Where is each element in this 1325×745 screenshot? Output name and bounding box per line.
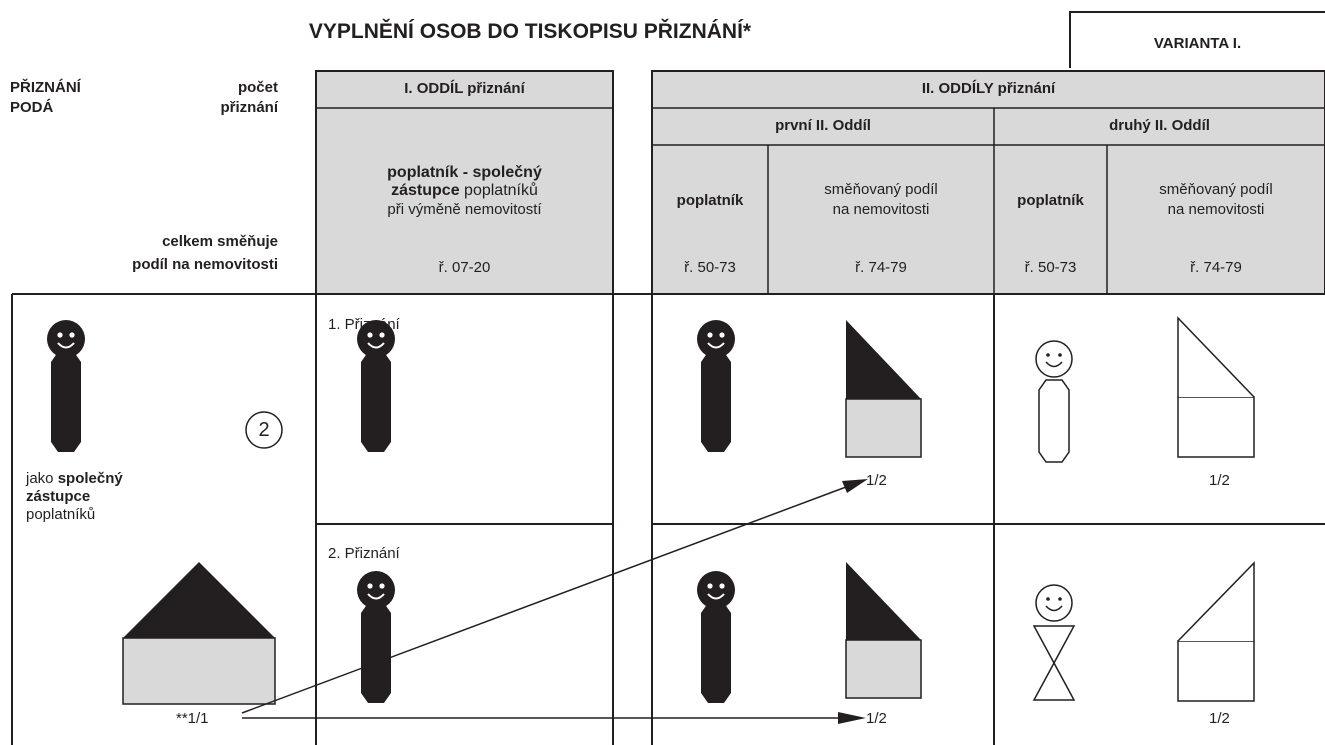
- declaration-count: 2: [258, 419, 270, 441]
- half-share-icon-outline-2: [1177, 561, 1255, 702]
- variant-label: VARIANTA I.: [1153, 35, 1242, 52]
- section2-title: II. ODDÍLY přiznání: [921, 80, 1056, 97]
- second-payer-rows: ř. 50-73: [1024, 259, 1077, 276]
- declaration-1-label: 1. Přiznání: [328, 316, 400, 333]
- second-share-fraction-1: 1/2: [1209, 472, 1230, 489]
- section2-second-title: druhý II. Oddíl: [1109, 117, 1210, 134]
- section1-rows: ř. 07-20: [438, 259, 491, 276]
- left-header-share-label: podíl na nemovitosti: [132, 256, 278, 273]
- left-header-files-label: PODÁ: [10, 99, 54, 116]
- half-share-icon-filled-2: [845, 562, 922, 699]
- section2-first-title: první II. Oddíl: [775, 117, 871, 134]
- section1-description: poplatník - společný zástupce poplatníků…: [387, 164, 542, 218]
- left-header-exchange-label: celkem směňuje: [162, 233, 278, 250]
- first-share-rows: ř. 74-79: [855, 259, 907, 276]
- left-header-filer-label: PŘIZNÁNÍ: [10, 79, 81, 96]
- half-share-icon-outline-1: [1177, 316, 1255, 458]
- left-header-count-label: počet: [237, 79, 278, 96]
- whole-share-label: **1/1: [176, 710, 209, 727]
- first-share-fraction-2: 1/2: [866, 710, 887, 727]
- left-header-declarations-label: přiznání: [220, 99, 278, 116]
- representative-role: jako společný zástupce poplatníků: [26, 470, 123, 523]
- second-share-fraction-2: 1/2: [1209, 710, 1230, 727]
- half-share-icon-filled-1: [845, 320, 922, 458]
- section1-title: I. ODDÍL přiznání: [404, 80, 525, 97]
- count-circle: [245, 411, 283, 449]
- second-payer-header: poplatník: [1017, 191, 1084, 209]
- share-arrow-lower: [242, 712, 866, 724]
- other-person-icon-1: [1035, 340, 1073, 463]
- share-arrow-upper: [241, 479, 868, 714]
- whole-property-house-icon: [122, 562, 276, 705]
- payer-person-icon-2: [696, 570, 736, 704]
- other-person-icon-2: [1032, 584, 1076, 701]
- declaration-2-label: 2. Přiznání: [328, 545, 400, 562]
- second-share-rows: ř. 74-79: [1190, 259, 1242, 276]
- declarant-person-icon-2: [356, 570, 396, 704]
- declarant-person-icon-1: [356, 319, 396, 453]
- page-title: VYPLNĚNÍ OSOB DO TISKOPISU PŘIZNÁNÍ*: [308, 20, 752, 43]
- first-payer-rows: ř. 50-73: [684, 259, 736, 276]
- first-payer-header: poplatník: [676, 191, 744, 209]
- first-share-fraction-1: 1/2: [866, 472, 887, 489]
- representative-person-icon: [46, 319, 86, 453]
- payer-person-icon-1: [696, 319, 736, 453]
